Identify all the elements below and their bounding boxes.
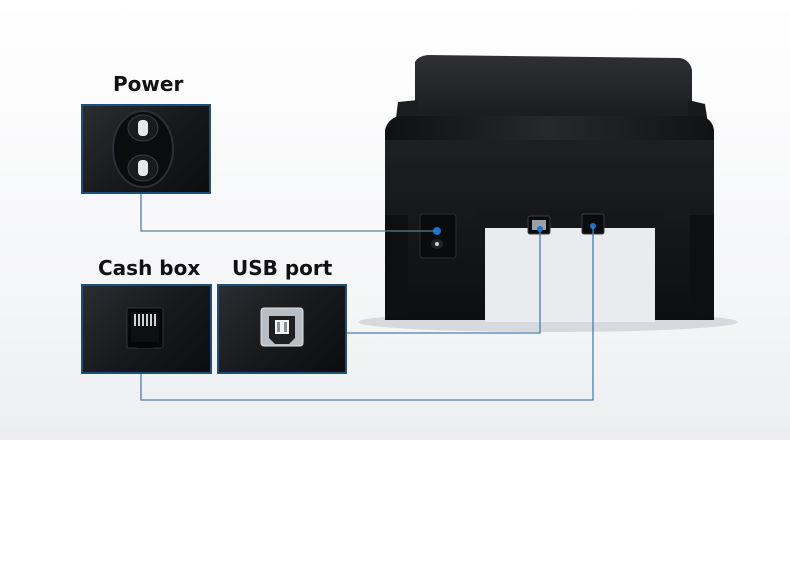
power-socket-icon	[112, 110, 174, 188]
power-port	[419, 213, 457, 259]
printer-underside	[485, 222, 655, 322]
printer-right-leg	[690, 215, 714, 319]
printer-left-leg	[385, 215, 408, 319]
power-label: Power	[113, 72, 184, 96]
cash-box-inset	[81, 284, 212, 374]
usb-port-label: USB port	[232, 256, 333, 280]
receipt-printer-image	[358, 55, 738, 332]
power-inset	[81, 104, 211, 194]
cash-box-label: Cash box	[98, 256, 201, 280]
usb-b-port-icon	[260, 307, 304, 347]
rj11-jack-icon	[126, 307, 164, 349]
usb-inset	[217, 284, 347, 374]
